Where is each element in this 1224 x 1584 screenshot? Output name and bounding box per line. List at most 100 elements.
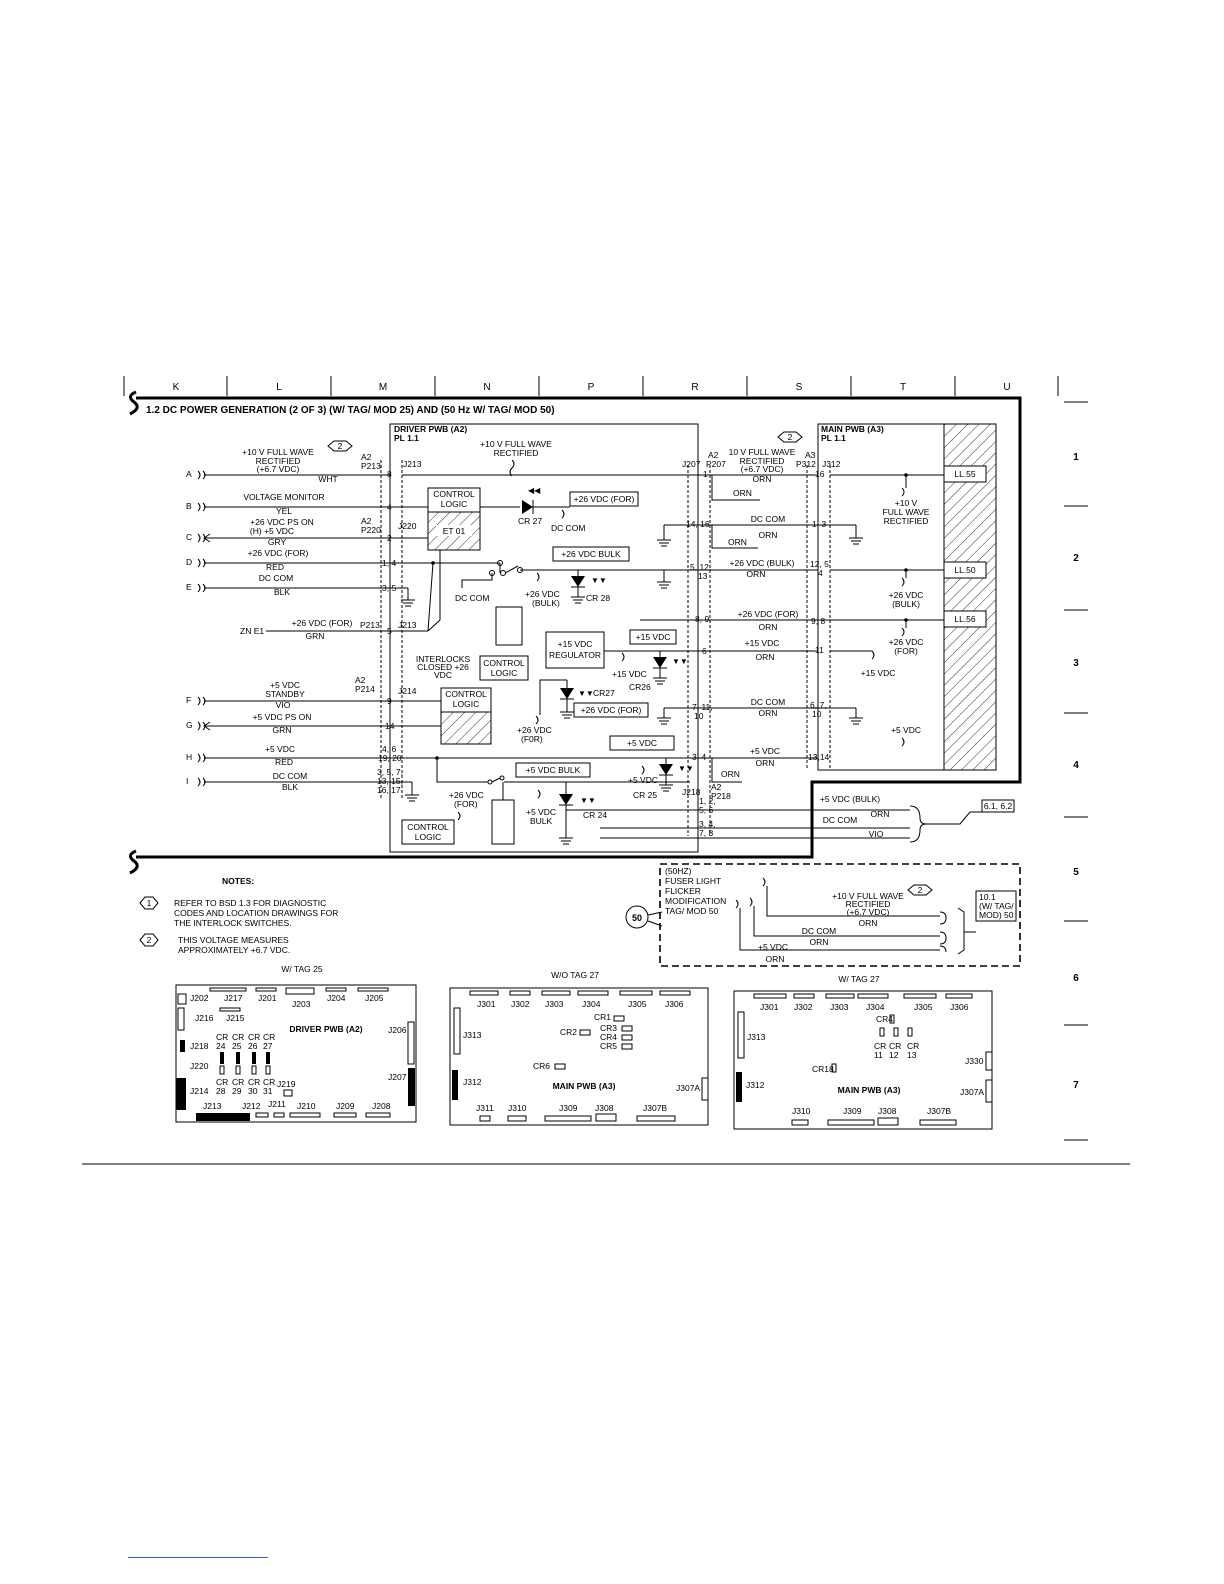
svg-text:BLK: BLK bbox=[282, 782, 298, 792]
col-label: U bbox=[1003, 382, 1010, 393]
svg-text:CODES AND LOCATION DRAWINGS FO: CODES AND LOCATION DRAWINGS FOR bbox=[174, 908, 338, 918]
svg-text:14: 14 bbox=[385, 721, 395, 731]
board-main-w-tag27: W/ TAG 27 J301 J302 J303 J304 J305 J306 … bbox=[733, 974, 993, 1130]
svg-text:J220: J220 bbox=[190, 1061, 209, 1071]
row-markers: 1 2 3 4 5 6 7 bbox=[1064, 401, 1088, 1141]
svg-text:2: 2 bbox=[147, 935, 152, 945]
svg-text:THE INTERLOCK SWITCHES.: THE INTERLOCK SWITCHES. bbox=[174, 918, 292, 928]
svg-text:RECTIFIED: RECTIFIED bbox=[740, 456, 785, 466]
svg-text:ORN: ORN bbox=[756, 652, 775, 662]
svg-text:INTERLOCKS: INTERLOCKS bbox=[416, 654, 471, 664]
svg-text:FULL WAVE: FULL WAVE bbox=[883, 507, 930, 517]
svg-text:3, 5, 7,: 3, 5, 7, bbox=[377, 767, 403, 777]
svg-text:DC COM: DC COM bbox=[751, 514, 785, 524]
svg-text:J307B: J307B bbox=[643, 1103, 667, 1113]
svg-text:ORN: ORN bbox=[753, 474, 772, 484]
cr28-label: CR 28 bbox=[586, 593, 610, 603]
svg-text:10 V FULL WAVE: 10 V FULL WAVE bbox=[729, 447, 796, 457]
svg-text:J210: J210 bbox=[297, 1101, 316, 1111]
svg-text:C: C bbox=[186, 532, 192, 542]
driver-pwb-pl: PL 1.1 bbox=[394, 433, 419, 443]
col-label: S bbox=[796, 382, 803, 393]
footer-link-underline[interactable] bbox=[128, 1557, 268, 1558]
svg-text:31: 31 bbox=[263, 1086, 273, 1096]
svg-text:27: 27 bbox=[263, 1041, 273, 1051]
svg-text:CR26: CR26 bbox=[629, 682, 651, 692]
svg-text:19, 20: 19, 20 bbox=[378, 753, 402, 763]
svg-text:J211: J211 bbox=[268, 1099, 286, 1109]
driver-internal: +10 V FULL WAVE RECTIFIED CONTROL LOGIC … bbox=[401, 439, 818, 845]
svg-text:3, 4: 3, 4 bbox=[692, 752, 706, 762]
svg-text:MOD) 50: MOD) 50 bbox=[979, 910, 1014, 920]
svg-text:+5 VDC: +5 VDC bbox=[270, 680, 300, 690]
svg-text:ET 01: ET 01 bbox=[443, 526, 466, 536]
svg-text:BULK: BULK bbox=[530, 816, 553, 826]
svg-text:50: 50 bbox=[632, 913, 642, 923]
svg-text:CONTROL: CONTROL bbox=[407, 822, 449, 832]
svg-text:ORN: ORN bbox=[759, 708, 778, 718]
svg-text:1, 4: 1, 4 bbox=[382, 558, 396, 568]
svg-text:CR: CR bbox=[263, 1032, 275, 1042]
row-label: 4 bbox=[1073, 760, 1079, 771]
svg-text:1, 2,: 1, 2, bbox=[699, 796, 716, 806]
svg-text:2: 2 bbox=[788, 432, 793, 442]
svg-text:26: 26 bbox=[248, 1041, 258, 1051]
svg-text:29: 29 bbox=[232, 1086, 242, 1096]
svg-text:APPROXIMATELY +6.7 VDC.: APPROXIMATELY +6.7 VDC. bbox=[178, 945, 290, 955]
main-pwb-pl: PL 1.1 bbox=[821, 433, 846, 443]
ll55-box bbox=[943, 465, 987, 483]
svg-text:DC COM: DC COM bbox=[273, 771, 307, 781]
svg-text:J310: J310 bbox=[792, 1106, 811, 1116]
svg-text:11: 11 bbox=[815, 645, 824, 655]
col-label: M bbox=[379, 382, 387, 393]
svg-text:(BULK): (BULK) bbox=[892, 599, 920, 609]
svg-text:ZN E1: ZN E1 bbox=[240, 626, 264, 636]
svg-text:LL.55: LL.55 bbox=[954, 469, 976, 479]
svg-text:+10 V: +10 V bbox=[895, 498, 918, 508]
svg-text:6.1, 6.2: 6.1, 6.2 bbox=[984, 801, 1013, 811]
svg-text:+5 VDC: +5 VDC bbox=[758, 942, 788, 952]
svg-text:+15 VDC: +15 VDC bbox=[636, 632, 671, 642]
svg-text:16, 17: 16, 17 bbox=[377, 785, 401, 795]
svg-text:GRN: GRN bbox=[273, 725, 292, 735]
svg-text:ORN: ORN bbox=[747, 569, 766, 579]
svg-text:+26 VDC (FOR): +26 VDC (FOR) bbox=[581, 705, 642, 715]
svg-text:LOGIC: LOGIC bbox=[453, 699, 479, 709]
column-header: K L M N P R S T U bbox=[123, 376, 1059, 396]
svg-text:(H) +5 VDC: (H) +5 VDC bbox=[250, 526, 294, 536]
svg-text:3, 5: 3, 5 bbox=[382, 583, 396, 593]
svg-text:+26 VDC: +26 VDC bbox=[525, 589, 560, 599]
svg-text:+5 VDC: +5 VDC bbox=[265, 744, 295, 754]
notes: NOTES: 1 REFER TO BSD 1.3 FOR DIAGNOSTIC… bbox=[139, 876, 338, 955]
svg-text:CLOSED +26: CLOSED +26 bbox=[417, 662, 469, 672]
svg-text:(+6.7 VDC): (+6.7 VDC) bbox=[847, 907, 890, 917]
svg-text:J213: J213 bbox=[203, 1101, 222, 1111]
svg-text:J305: J305 bbox=[628, 999, 647, 1009]
driver-pwb-box bbox=[389, 423, 699, 853]
svg-text:9: 9 bbox=[387, 696, 392, 706]
svg-text:CR1: CR1 bbox=[594, 1012, 611, 1022]
svg-text:VIO: VIO bbox=[869, 829, 884, 839]
svg-text:▼▼: ▼▼ bbox=[678, 764, 694, 773]
svg-text:DRIVER PWB (A2): DRIVER PWB (A2) bbox=[289, 1024, 362, 1034]
svg-text:P214: P214 bbox=[355, 684, 375, 694]
svg-text:J307B: J307B bbox=[927, 1106, 951, 1116]
svg-text:A2: A2 bbox=[711, 782, 722, 792]
svg-text:12: 12 bbox=[889, 1050, 899, 1060]
svg-text:▼▼: ▼▼ bbox=[591, 576, 607, 585]
svg-text:ORN: ORN bbox=[756, 758, 775, 768]
svg-text:REGULATOR: REGULATOR bbox=[549, 650, 601, 660]
svg-text:VIO: VIO bbox=[276, 700, 291, 710]
svg-text:LOGIC: LOGIC bbox=[491, 668, 517, 678]
svg-text:CONTROL: CONTROL bbox=[445, 689, 487, 699]
svg-text:J213: J213 bbox=[403, 459, 422, 469]
svg-text:RED: RED bbox=[275, 757, 293, 767]
svg-text:W/ TAG 25: W/ TAG 25 bbox=[281, 964, 323, 974]
svg-text:+26 VDC: +26 VDC bbox=[889, 590, 924, 600]
svg-text:+5 VDC: +5 VDC bbox=[627, 738, 657, 748]
svg-text:J312: J312 bbox=[746, 1080, 765, 1090]
col-label: R bbox=[691, 382, 698, 393]
svg-text:16: 16 bbox=[815, 469, 825, 479]
svg-text:FUSER LIGHT: FUSER LIGHT bbox=[665, 876, 721, 886]
svg-text:13,14: 13,14 bbox=[808, 752, 830, 762]
